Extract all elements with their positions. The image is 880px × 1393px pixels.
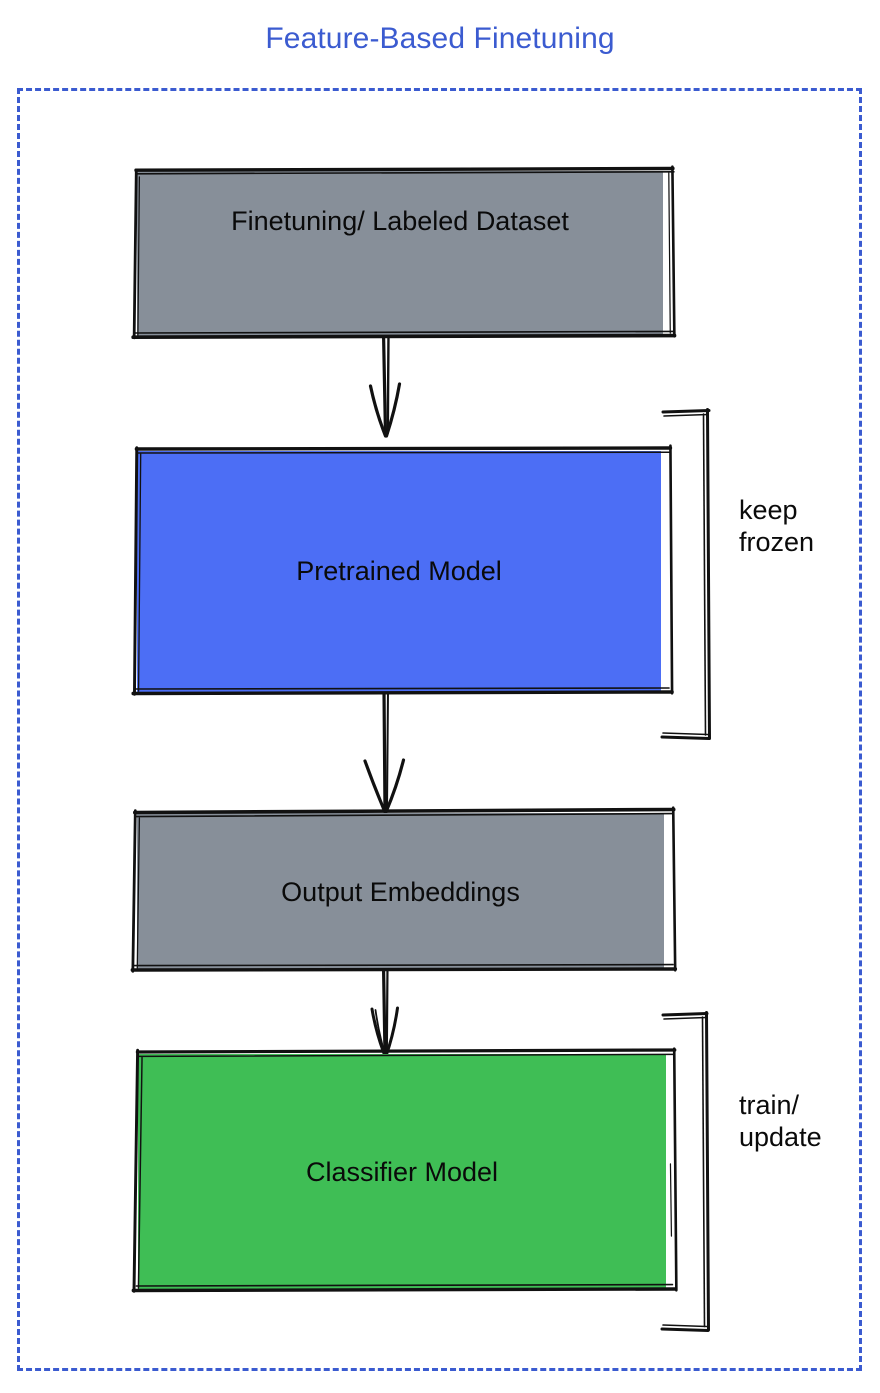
node-classifier-model[interactable]: Classifier Model [131, 1047, 678, 1293]
node-fill [137, 813, 664, 970]
annotation-keep-frozen: keep frozen [739, 495, 815, 557]
node-output-embeddings[interactable]: Output Embeddings [130, 806, 678, 973]
annotation-train-update: train/ update [739, 1090, 822, 1152]
diagram-frame [17, 88, 862, 1371]
node-label: Finetuning/ Labeled Dataset [231, 205, 569, 236]
node-fill [137, 451, 661, 693]
page-title: Feature-Based Finetuning [265, 22, 615, 55]
node-pretrained-model[interactable]: Pretrained Model [131, 444, 674, 696]
node-fill [137, 171, 663, 336]
node-label: Output Embeddings [281, 876, 520, 907]
node-fill [138, 1054, 666, 1290]
node-label: Pretrained Model [296, 556, 502, 587]
node-label: Classifier Model [305, 1157, 499, 1188]
node-finetuning-labeled-dataset[interactable]: Finetuning/ Labeled Dataset [131, 165, 677, 340]
